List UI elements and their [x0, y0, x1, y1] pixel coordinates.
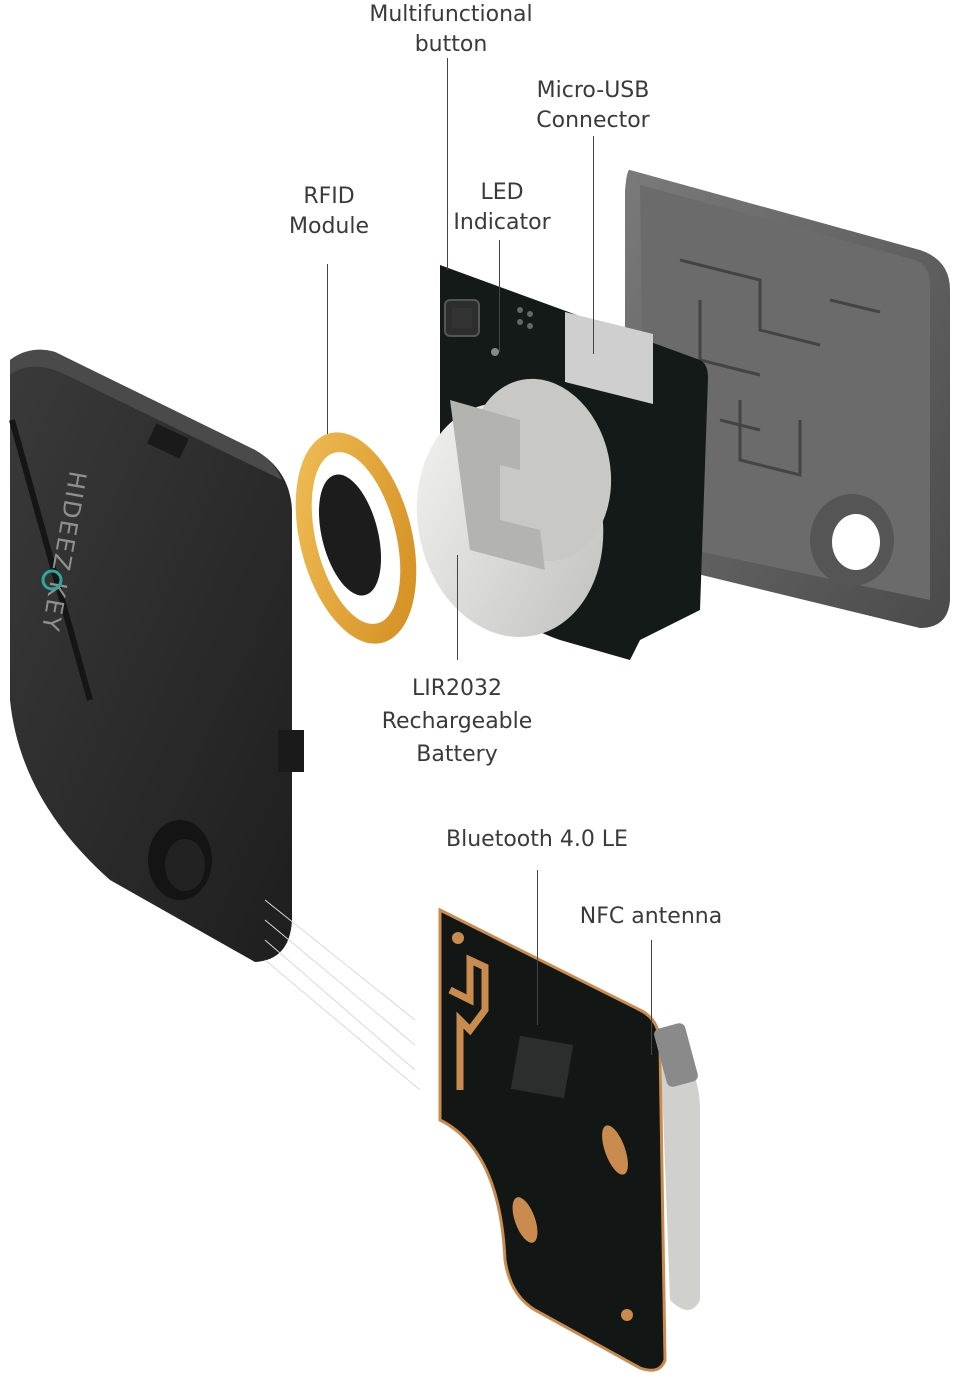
brand-accent-icon	[41, 569, 63, 591]
label-bluetooth: Bluetooth 4.0 LE	[446, 827, 628, 852]
leader-bluetooth	[537, 870, 538, 1025]
bottom-pcb	[438, 907, 700, 1372]
lir2032-battery	[416, 378, 612, 637]
label-multifunctional-button: Multifunctional button	[369, 2, 533, 57]
rfid-module	[295, 432, 417, 644]
motion-lines	[264, 899, 421, 1091]
leader-multifunctional-button	[447, 58, 448, 270]
leader-rfid	[327, 264, 328, 434]
label-lir2032-battery: LIR2032 Rechargeable Battery	[381, 676, 533, 767]
leader-micro-usb	[593, 136, 594, 354]
leader-battery	[457, 555, 458, 660]
back-case	[625, 169, 950, 629]
front-case	[9, 349, 304, 963]
label-micro-usb-connector: Micro-USB Connector	[536, 78, 650, 133]
label-rfid-module: RFID Module	[289, 184, 369, 239]
label-nfc-antenna: NFC antenna	[579, 904, 723, 929]
leader-nfc	[651, 940, 652, 1055]
label-led-indicator: LED Indicator	[453, 180, 551, 235]
leader-led	[499, 240, 500, 352]
